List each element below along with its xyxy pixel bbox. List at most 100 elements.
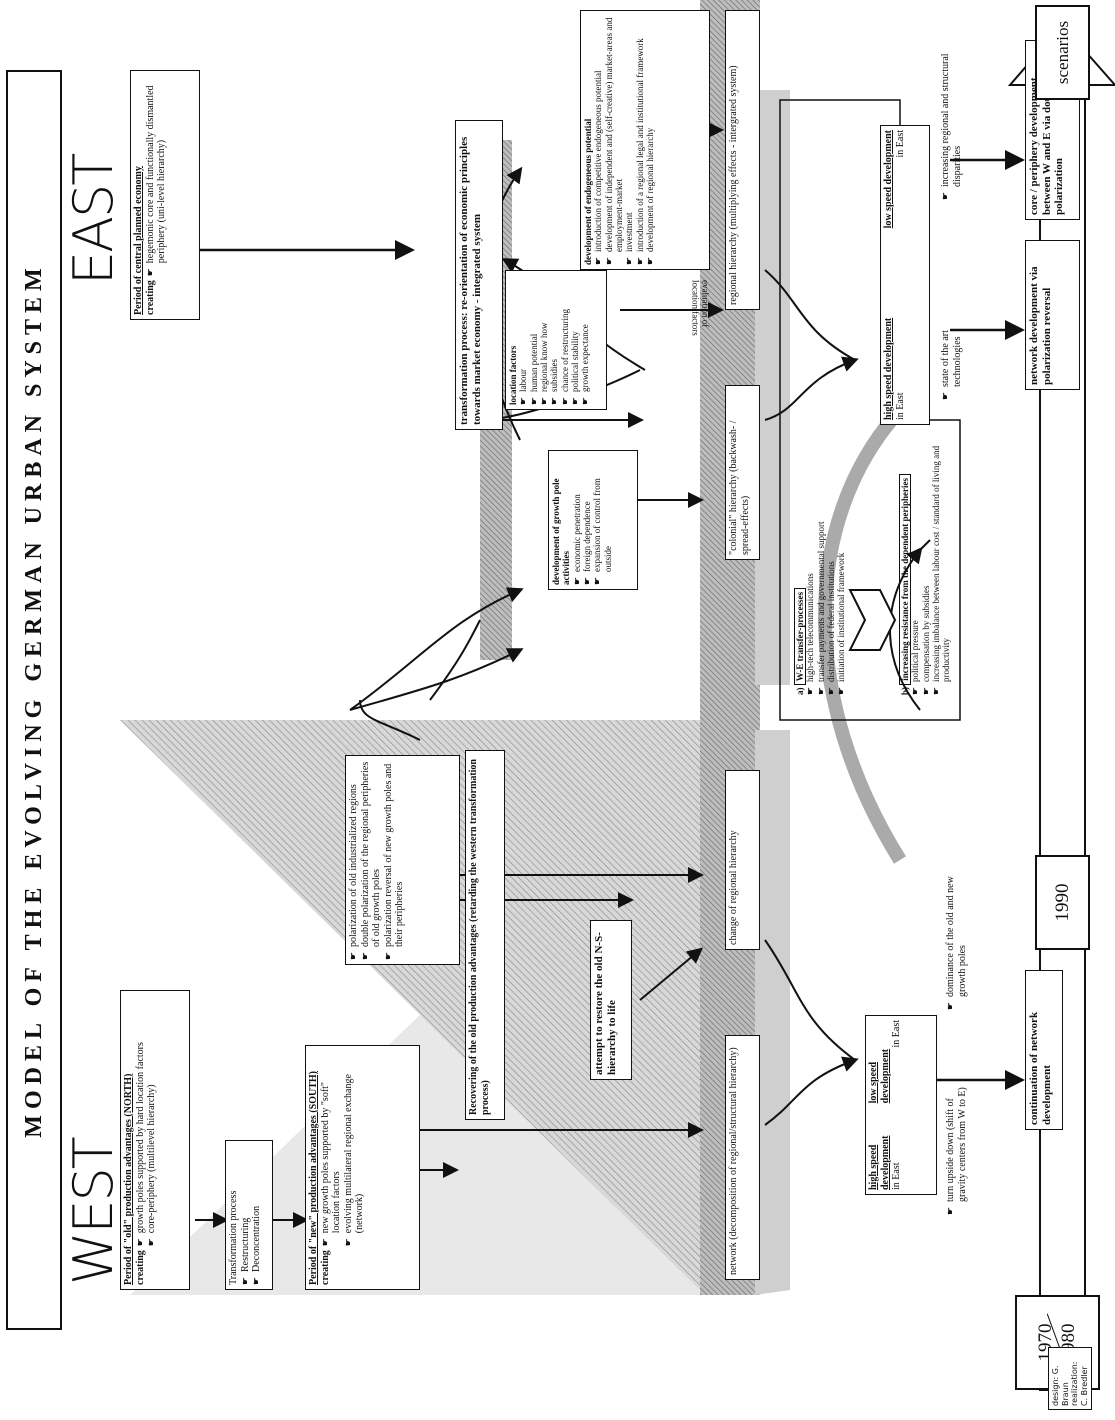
- east-low-speed: low speed development: [883, 130, 894, 229]
- list-item: increasing imbalance between labour cost…: [931, 425, 952, 695]
- east-label: EAST: [62, 154, 125, 285]
- east-transformation-box: transformation process: re-orientation o…: [455, 120, 503, 430]
- transfer-b-list: political pressure compensation by subsi…: [910, 425, 951, 695]
- old-period-creating-label: creating: [134, 1250, 146, 1285]
- change-hierarchy-box: change of regional hierarchy: [725, 770, 760, 950]
- recovering-box: Recovering of the old production advanta…: [465, 750, 505, 1120]
- west-low-speed: low speed development: [868, 1048, 891, 1104]
- transfer-a: a) W-E transfer-processes high-tech tele…: [794, 425, 847, 696]
- list-item: growth poles supported by hard location …: [135, 1042, 147, 1246]
- list-item: economic penetration: [572, 455, 582, 585]
- central-planned-period: Period of central planned economy creati…: [130, 70, 200, 320]
- network-reversal-text: network development via polarization rev…: [1028, 266, 1053, 385]
- list-item: development of regional hierarchy: [645, 15, 655, 265]
- central-list: hegemonic core and functionally dismantl…: [145, 75, 168, 276]
- endogeneous-list: introduction of competitive endogeneous …: [593, 15, 655, 265]
- evaluation-label: evaluation of location factors: [690, 280, 711, 336]
- change-text: change of regional hierarchy: [728, 830, 739, 945]
- list-item: labour: [518, 275, 528, 405]
- page-title: MODEL OF THE EVOLVING GERMAN URBAN SYSTE…: [6, 70, 62, 1330]
- credit-design: design: G. Braun: [1051, 1365, 1070, 1406]
- credit-realization: realization: C. Bredler: [1070, 1361, 1089, 1406]
- east-high-speed: high speed development: [883, 317, 894, 420]
- polarization-box: polarization of old industrialized regio…: [345, 755, 460, 965]
- list-item: human potential: [529, 275, 539, 405]
- growth-pole-box: development of growth pole activities ec…: [548, 450, 638, 590]
- east-transformation-text: transformation process: re-orientation o…: [458, 136, 483, 425]
- east-high-sub: in East: [894, 392, 906, 421]
- list-item: growth expectance: [580, 275, 590, 405]
- location-factors-heading: location factors: [508, 345, 518, 405]
- timeline-scenarios-label: scenarios: [1052, 20, 1072, 85]
- growth-pole-heading: development of growth pole activities: [551, 478, 572, 585]
- new-period-list: new growth poles supported by "soft" loc…: [320, 1050, 366, 1246]
- list-item: distribution of federal institutions: [826, 425, 836, 695]
- list-item: evolving multilateral regional exchange …: [343, 1050, 366, 1246]
- attempt-box: attempt to restore the old N-S-hierarchy…: [590, 920, 632, 1080]
- west-high-sub: in East: [891, 1162, 902, 1191]
- east-shade: [120, 720, 725, 1290]
- transfer-b-label: b): [900, 686, 910, 695]
- list-item: development of independent and (self-cre…: [604, 15, 625, 265]
- east-scenario-box: high speed development low speed develop…: [880, 125, 930, 425]
- list-item: expansion of control from outside: [592, 455, 613, 585]
- location-factors-list: labour human potential regional know how…: [518, 275, 590, 405]
- central-creating-label: creating: [144, 280, 156, 315]
- polarization-list: polarization of old industrialized regio…: [348, 760, 406, 960]
- transfer-b: b) increasing resistance from the depend…: [899, 425, 952, 695]
- hierarchy-band: [700, 0, 760, 1295]
- old-period-list: growth poles supported by hard location …: [135, 1042, 158, 1246]
- location-factors-box: location factors labour human potential …: [505, 270, 607, 410]
- transfer-a-list: high-tech telecommunications transfer pa…: [805, 425, 846, 695]
- list-item: compensation by subsidies: [921, 425, 931, 695]
- list-item: initiation of institutional framework: [836, 425, 846, 695]
- growth-pole-list: economic penetration foreign dependence …: [572, 455, 613, 585]
- west-transformation-list: Restructuring Deconcentration: [240, 1145, 263, 1285]
- continuation-text: continuation of network development: [1028, 1011, 1053, 1125]
- list-item: increasing regional and structural dispa…: [940, 50, 963, 200]
- west-transformation-heading: Transformation process: [228, 1190, 239, 1285]
- list-item: double polarization of the regional peri…: [360, 760, 383, 960]
- list-item: political stability: [570, 275, 580, 405]
- west-label: WEST: [62, 1138, 125, 1285]
- west-low-sub: in East: [891, 1020, 902, 1048]
- timeline-scenarios: scenarios: [1035, 5, 1090, 100]
- list-item: new growth poles supported by "soft" loc…: [320, 1050, 343, 1246]
- timeline-1990: 1990: [1035, 855, 1090, 950]
- list-item: polarization reversal of new growth pole…: [383, 760, 406, 960]
- list-item: investment: [624, 15, 634, 265]
- west-scenario-right: dominance of the old and new growth pole…: [945, 850, 968, 1010]
- list-item: polarization of old industrialized regio…: [348, 760, 360, 960]
- central-period-heading: Period of central planned economy: [133, 166, 144, 315]
- list-item: foreign dependence: [582, 455, 592, 585]
- list-item: chance of restructuring: [560, 275, 570, 405]
- east-scenario-right: increasing regional and structural dispa…: [940, 50, 963, 200]
- list-item: dominance of the old and new growth pole…: [945, 850, 968, 1010]
- transfer-a-heading: W-E transfer-processes: [794, 587, 806, 686]
- continuation-box: continuation of network development: [1025, 970, 1063, 1130]
- list-item: Restructuring: [240, 1145, 252, 1285]
- recovering-text: Recovering of the old production advanta…: [468, 759, 491, 1115]
- list-item: core-periphery (multilevel hierarchy): [146, 1042, 158, 1246]
- list-item: transfer payments and governmental suppo…: [816, 425, 826, 695]
- colonial-text: "colonial" hierarchy (backwash- / spread…: [728, 420, 751, 556]
- west-transformation-process: Transformation process Restructuring Dec…: [225, 1140, 273, 1290]
- new-production-period: Period of "new" production advantages (S…: [305, 1045, 420, 1290]
- list-item: Deconcentration: [251, 1145, 263, 1285]
- list-item: political pressure: [910, 425, 920, 695]
- attempt-text: attempt to restore the old N-S-hierarchy…: [593, 932, 618, 1075]
- east-low-sub: in East: [894, 130, 906, 158]
- transfer-a-label: a): [795, 687, 805, 696]
- regional-text: regional hierarchy (multiplying effects …: [728, 65, 739, 305]
- list-item: state of the art technologies: [940, 280, 963, 400]
- list-item: hegemonic core and functionally dismantl…: [145, 75, 168, 276]
- west-scenario-left: turn upside down (shift of gravity cente…: [945, 1085, 968, 1215]
- regional-hierarchy-box: regional hierarchy (multiplying effects …: [725, 10, 760, 310]
- credits: design: G. Braun realization: C. Bredler: [1048, 1347, 1093, 1410]
- new-period-creating-label: creating: [319, 1250, 331, 1285]
- colonial-hierarchy-box: "colonial" hierarchy (backwash- / spread…: [725, 385, 760, 560]
- new-period-heading: Period of "new" production advantages (S…: [308, 1071, 319, 1285]
- west-scenario-box: high speed development low speed develop…: [865, 1015, 937, 1195]
